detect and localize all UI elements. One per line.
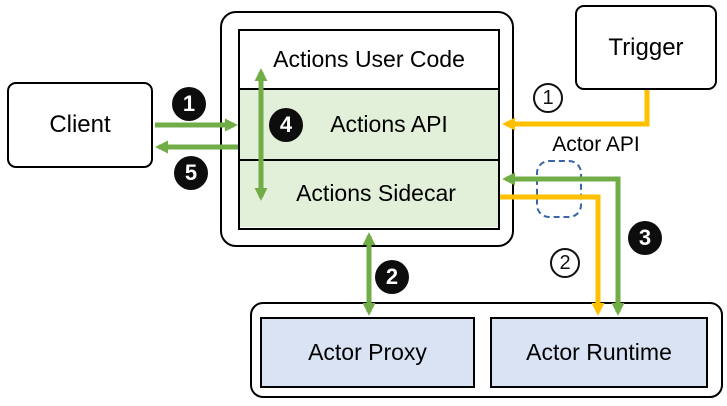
- actor-proxy-box: Actor Proxy: [260, 317, 475, 388]
- step-badge-5: 5: [174, 156, 208, 190]
- trigger-box: Trigger: [575, 5, 717, 90]
- arrow-sidecar-to-actor-runtime: [500, 194, 605, 316]
- actions-sidecar-label: Actions Sidecar: [296, 180, 456, 207]
- actor-api-label: Actor API: [552, 133, 640, 156]
- actor-runtime-label: Actor Runtime: [526, 339, 672, 365]
- actions-api-box: Actions API: [240, 87, 498, 159]
- actions-sidecar-box: Actions Sidecar: [240, 158, 498, 227]
- step-badge-4: 4: [269, 108, 303, 142]
- step-badge-2: 2: [375, 260, 409, 294]
- actions-user-code-box: Actions User Code: [240, 31, 498, 88]
- trigger-label: Trigger: [608, 33, 684, 61]
- arrow-sidecar-actor-runtime-bidirectional: [502, 172, 625, 316]
- trigger-step-badge-2: 2: [550, 248, 580, 278]
- step-badge-3: 3: [628, 221, 662, 255]
- client-label: Client: [49, 111, 111, 138]
- actor-runtime-box: Actor Runtime: [490, 317, 708, 388]
- arrow-trigger-to-actions-api: [502, 90, 650, 131]
- trigger-step-badge-1: 1: [533, 83, 563, 113]
- actions-user-code-label: Actions User Code: [273, 45, 465, 72]
- actions-stack: Actions User Code Actions API Actions Si…: [238, 29, 500, 230]
- step-badge-1: 1: [172, 87, 206, 121]
- actor-proxy-label: Actor Proxy: [308, 339, 427, 365]
- actions-api-label: Actions API: [330, 110, 448, 137]
- client-box: Client: [7, 82, 153, 168]
